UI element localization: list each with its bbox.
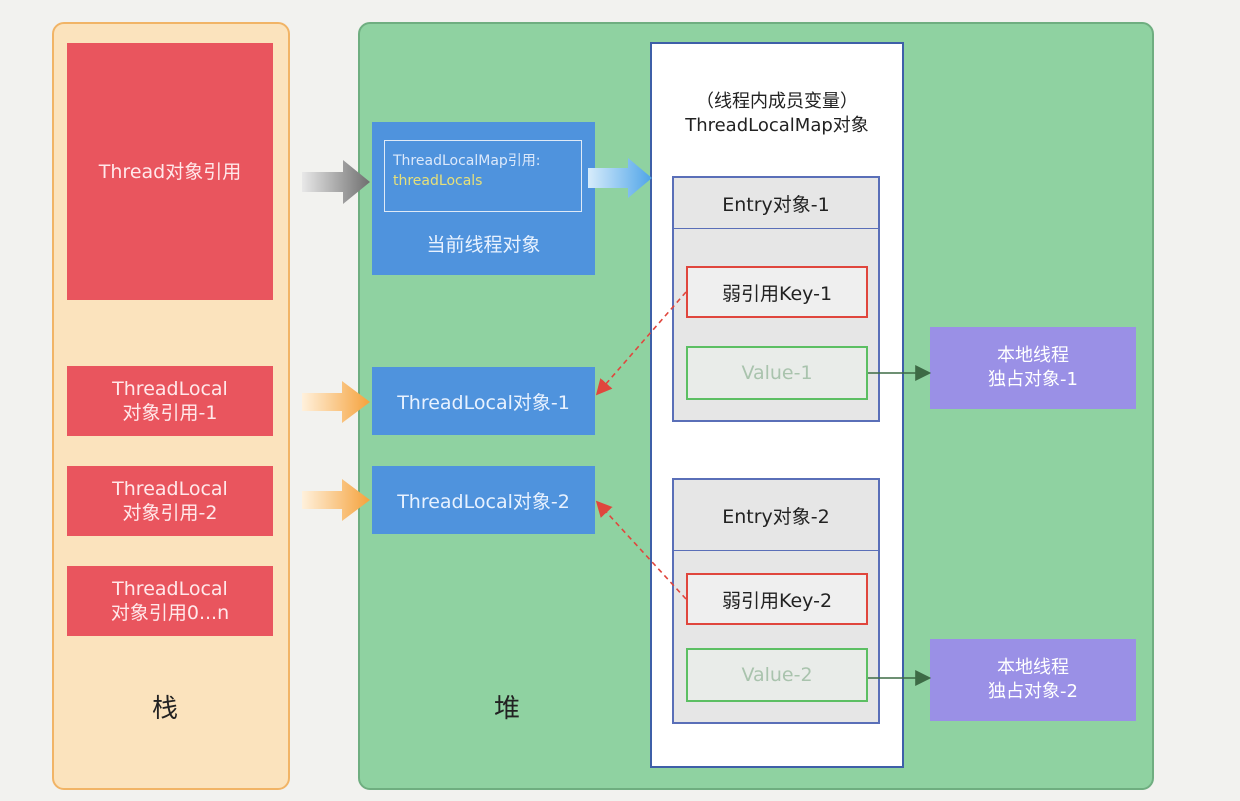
threadlocalmap-title: （线程内成员变量） ThreadLocalMap对象 xyxy=(650,90,904,138)
threadlocalmap-title-line2: ThreadLocalMap对象 xyxy=(685,115,869,136)
thread-locals-text: threadLocals xyxy=(393,173,483,189)
weak-arrow-1 xyxy=(595,291,687,396)
local-object-1-line2: 独占对象-1 xyxy=(988,369,1078,390)
entry-2-title: Entry对象-2 xyxy=(674,480,878,551)
local-object-2-line2: 独占对象-2 xyxy=(988,681,1078,702)
arrow-tl-ref-2 xyxy=(302,479,370,521)
weak-key-2: 弱引用Key-2 xyxy=(686,573,868,625)
threadlocal-object-1-label: ThreadLocal对象-1 xyxy=(397,391,570,414)
heap-label: 堆 xyxy=(494,694,521,724)
threadlocal-ref-1: ThreadLocal 对象引用-1 xyxy=(67,366,273,436)
arrow-tl-ref-1 xyxy=(302,381,370,423)
map-ref-field: ThreadLocalMap引用: threadLocals xyxy=(384,140,582,212)
threadlocal-ref-1-line2: 对象引用-1 xyxy=(122,402,218,424)
thread-ref-box: Thread对象引用 xyxy=(67,43,273,300)
threadlocal-ref-2: ThreadLocal 对象引用-2 xyxy=(67,466,273,536)
current-thread-box: ThreadLocalMap引用: threadLocals 当前线程对象 xyxy=(372,122,595,275)
stack-label: 栈 xyxy=(152,694,179,724)
threadlocal-object-2-label: ThreadLocal对象-2 xyxy=(397,490,570,513)
local-object-2-line1: 本地线程 xyxy=(997,657,1069,678)
threadlocal-ref-2-line1: ThreadLocal xyxy=(112,478,228,500)
value-1: Value-1 xyxy=(686,346,868,400)
map-ref-text: ThreadLocalMap引用: xyxy=(393,153,541,169)
threadlocalmap-title-line1: （线程内成员变量） xyxy=(696,91,858,112)
threadlocal-ref-1-line1: ThreadLocal xyxy=(112,378,228,400)
local-object-1: 本地线程 独占对象-1 xyxy=(930,327,1136,409)
weak-arrow-2 xyxy=(595,500,687,600)
value-2: Value-2 xyxy=(686,648,868,702)
weak-key-1: 弱引用Key-1 xyxy=(686,266,868,318)
arrow-map-ref xyxy=(588,158,652,198)
local-object-2: 本地线程 独占对象-2 xyxy=(930,639,1136,721)
threadlocal-ref-2-line2: 对象引用-2 xyxy=(122,502,218,524)
threadlocal-object-1: ThreadLocal对象-1 xyxy=(372,367,595,435)
entry-1-title: Entry对象-1 xyxy=(674,178,878,229)
threadlocal-ref-n-line2: 对象引用0...n xyxy=(110,602,230,624)
arrow-thread-ref xyxy=(302,160,370,204)
current-thread-label: 当前线程对象 xyxy=(426,234,541,256)
local-object-1-line1: 本地线程 xyxy=(997,345,1069,366)
thread-ref-label: Thread对象引用 xyxy=(98,160,242,183)
threadlocal-ref-n-line1: ThreadLocal xyxy=(112,578,228,600)
threadlocal-ref-n: ThreadLocal 对象引用0...n xyxy=(67,566,273,636)
threadlocal-object-2: ThreadLocal对象-2 xyxy=(372,466,595,534)
